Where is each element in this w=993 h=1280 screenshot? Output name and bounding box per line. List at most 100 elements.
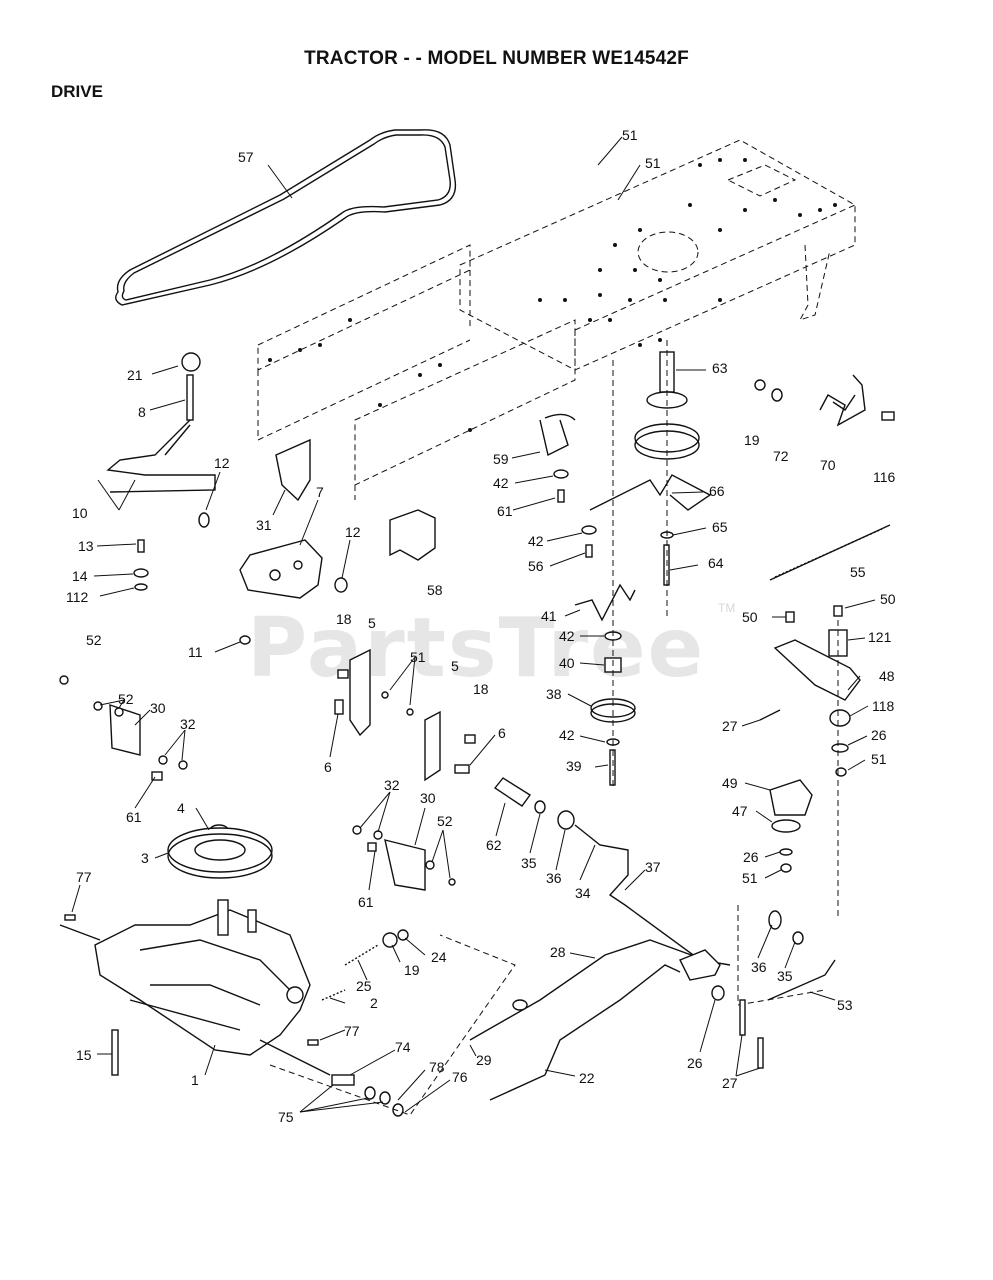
callout: 26 — [871, 727, 887, 743]
callout-labels: 57 51 51 21 8 63 19 72 70 116 12 10 31 7… — [66, 127, 896, 1125]
callout: 14 — [72, 568, 88, 584]
spring-55-illustration — [769, 524, 891, 581]
bracket-30-left — [93, 701, 188, 781]
callout: 72 — [773, 448, 789, 464]
callout: 62 — [486, 837, 502, 853]
callout: 31 — [256, 517, 272, 533]
watermark-tm: TM — [718, 601, 735, 615]
callout: 32 — [180, 716, 196, 732]
frame-illustration — [257, 139, 856, 500]
callout: 51 — [742, 870, 758, 886]
section-title: DRIVE — [51, 82, 103, 101]
callout: 29 — [476, 1052, 492, 1068]
drive-linkage-illustration — [469, 777, 836, 1101]
spring-25 — [344, 944, 379, 966]
callout: 40 — [559, 655, 575, 671]
callout: 6 — [324, 759, 332, 775]
callout: 74 — [395, 1039, 411, 1055]
callout: 121 — [868, 629, 892, 645]
pulley-38-stack — [590, 360, 636, 790]
callout: 61 — [358, 894, 374, 910]
callout: 118 — [872, 698, 895, 714]
callout: 13 — [78, 538, 94, 554]
callout: 35 — [521, 855, 537, 871]
callout: 51 — [871, 751, 887, 767]
callout: 38 — [546, 686, 562, 702]
callout: 57 — [238, 149, 254, 165]
callout: 52 — [118, 691, 134, 707]
page-title: TRACTOR - - MODEL NUMBER WE14542F — [304, 48, 689, 69]
callout: 26 — [687, 1055, 703, 1071]
bracket-7-illustration — [239, 539, 323, 599]
callout: 8 — [138, 404, 146, 420]
callout: 5 — [368, 615, 376, 631]
callout: 41 — [541, 608, 557, 624]
callout: 21 — [127, 367, 143, 383]
callout: 26 — [743, 849, 759, 865]
callout: 7 — [316, 484, 324, 500]
callout: 36 — [751, 959, 767, 975]
callout: 65 — [712, 519, 728, 535]
callout: 25 — [356, 978, 372, 994]
clip-59-illustration — [539, 413, 576, 457]
callout: 52 — [86, 632, 102, 648]
tension-rod-70 — [754, 374, 895, 427]
callout: 2 — [370, 995, 378, 1011]
bracket-30-middle — [352, 825, 456, 891]
callout: 50 — [742, 609, 758, 625]
callout: 70 — [820, 457, 836, 473]
callout: 10 — [72, 505, 88, 521]
callout: 27 — [722, 1075, 738, 1091]
callout: 77 — [344, 1023, 360, 1039]
callout: 35 — [777, 968, 793, 984]
bolt-15 — [111, 1029, 119, 1076]
callout: 42 — [493, 475, 509, 491]
callout: 58 — [427, 582, 443, 598]
callout: 66 — [709, 483, 725, 499]
callout: 22 — [579, 1070, 595, 1086]
shift-lever-illustration — [106, 352, 216, 528]
callout: 47 — [732, 803, 748, 819]
callout: 42 — [559, 727, 575, 743]
callout: 27 — [722, 718, 738, 734]
callout: 3 — [141, 850, 149, 866]
callout: 5 — [451, 658, 459, 674]
callout: 1 — [191, 1072, 199, 1088]
callout: 55 — [850, 564, 866, 580]
callout: 37 — [645, 859, 661, 875]
callout: 19 — [404, 962, 420, 978]
callout: 18 — [336, 611, 352, 627]
bracket-58-illustration — [389, 509, 436, 561]
callout: 34 — [575, 885, 591, 901]
callout: 30 — [150, 700, 166, 716]
bracket-66-illustration — [589, 474, 712, 511]
callout: 61 — [497, 503, 513, 519]
callout: 4 — [177, 800, 185, 816]
callout: 30 — [420, 790, 436, 806]
callout: 11 — [188, 644, 203, 660]
input-pulley-3 — [167, 827, 273, 879]
callout: 50 — [880, 591, 896, 607]
callout: 36 — [546, 870, 562, 886]
idler-bracket-48 — [759, 605, 861, 920]
callout: 15 — [76, 1047, 92, 1063]
bracket-5-pair — [334, 648, 476, 782]
callout: 18 — [473, 681, 489, 697]
bracket-49 — [769, 779, 813, 873]
callout: 56 — [528, 558, 544, 574]
callout: 75 — [278, 1109, 294, 1125]
callout: 51 — [622, 127, 638, 143]
drive-belt-illustration — [115, 129, 457, 306]
callout: 28 — [550, 944, 566, 960]
callout: 116 — [873, 469, 896, 485]
callout: 52 — [437, 813, 453, 829]
callout: 19 — [744, 432, 760, 448]
callout: 12 — [214, 455, 230, 471]
callout: 63 — [712, 360, 728, 376]
callout: 48 — [879, 668, 895, 684]
callout: 6 — [498, 725, 506, 741]
spring-2 — [321, 989, 346, 1001]
callout: 42 — [528, 533, 544, 549]
callout: 77 — [76, 869, 92, 885]
